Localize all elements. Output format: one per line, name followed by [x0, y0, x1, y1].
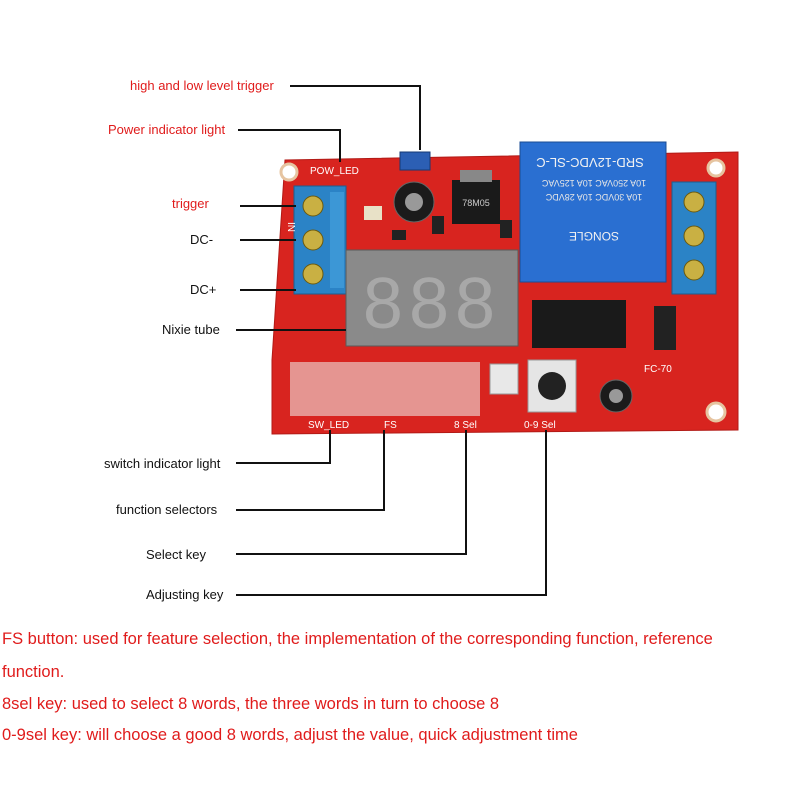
label-trigger: trigger: [172, 196, 209, 211]
relay-brand-text: SONGLE: [569, 229, 619, 243]
label-power-indicator: Power indicator light: [108, 122, 226, 137]
relay: SRD-12VDC-SL-C 10A 250VAC 10A 125VAC 10A…: [519, 141, 667, 283]
mounting-hole: [279, 162, 299, 182]
display-digits: 888: [363, 264, 501, 344]
button-0-9-sel: [527, 359, 577, 413]
note-fs: FS button: used for feature selection, t…: [2, 630, 713, 648]
capacitor-top: [393, 181, 435, 223]
label-switch-indicator: switch indicator light: [104, 456, 221, 471]
label-function-selectors: function selectors: [116, 502, 218, 517]
label-adjusting-key: Adjusting key: [146, 587, 224, 602]
model-label: FC-70: [644, 364, 672, 375]
relay-spec-text: 10A 30VDC 10A 28VDC: [545, 192, 642, 202]
label-dc-plus: DC+: [190, 282, 217, 297]
ic-chip: [532, 300, 626, 348]
sw-led-label: SW_LED: [308, 420, 349, 431]
fs-label: FS: [384, 420, 397, 431]
select-button-8sel: [489, 363, 519, 395]
left-terminal-block: [293, 185, 347, 295]
svg-text:78M05: 78M05: [462, 198, 490, 208]
jumper: [399, 151, 431, 171]
sel09-label: 0-9 Sel: [524, 420, 556, 431]
pin-header: [654, 306, 676, 350]
note-8sel: 8sel key: used to select 8 words, the th…: [2, 695, 500, 713]
in-label: IN: [285, 222, 296, 232]
relay-model-text: SRD-12VDC-SL-C: [536, 155, 644, 170]
smd-component: [364, 206, 382, 220]
note-fs-cont: function.: [2, 663, 65, 681]
label-trigger-level: high and low level trigger: [130, 78, 274, 93]
regulator: 78M05: [452, 170, 500, 224]
relay-spec-text: 10A 250VAC 10A 125VAC: [541, 178, 646, 188]
capacitor-bottom: [599, 379, 633, 413]
label-dc-minus: DC-: [190, 232, 214, 247]
seven-segment-display: 888: [345, 249, 519, 347]
label-select-key: Select key: [146, 547, 206, 562]
label-nixie-tube: Nixie tube: [162, 322, 220, 337]
mounting-hole: [706, 158, 726, 178]
smd-component: [500, 220, 512, 238]
right-terminal-block: [671, 181, 717, 295]
note-09sel: 0-9sel key: will choose a good 8 words, …: [2, 726, 578, 744]
pow-led-label: POW_LED: [310, 166, 359, 177]
mounting-hole: [705, 401, 727, 423]
blurred-sticker: [290, 362, 480, 416]
smd-component: [432, 216, 444, 234]
smd-component: [392, 230, 406, 240]
sel8-label: 8 Sel: [454, 420, 477, 431]
leader-lines: [236, 85, 547, 596]
